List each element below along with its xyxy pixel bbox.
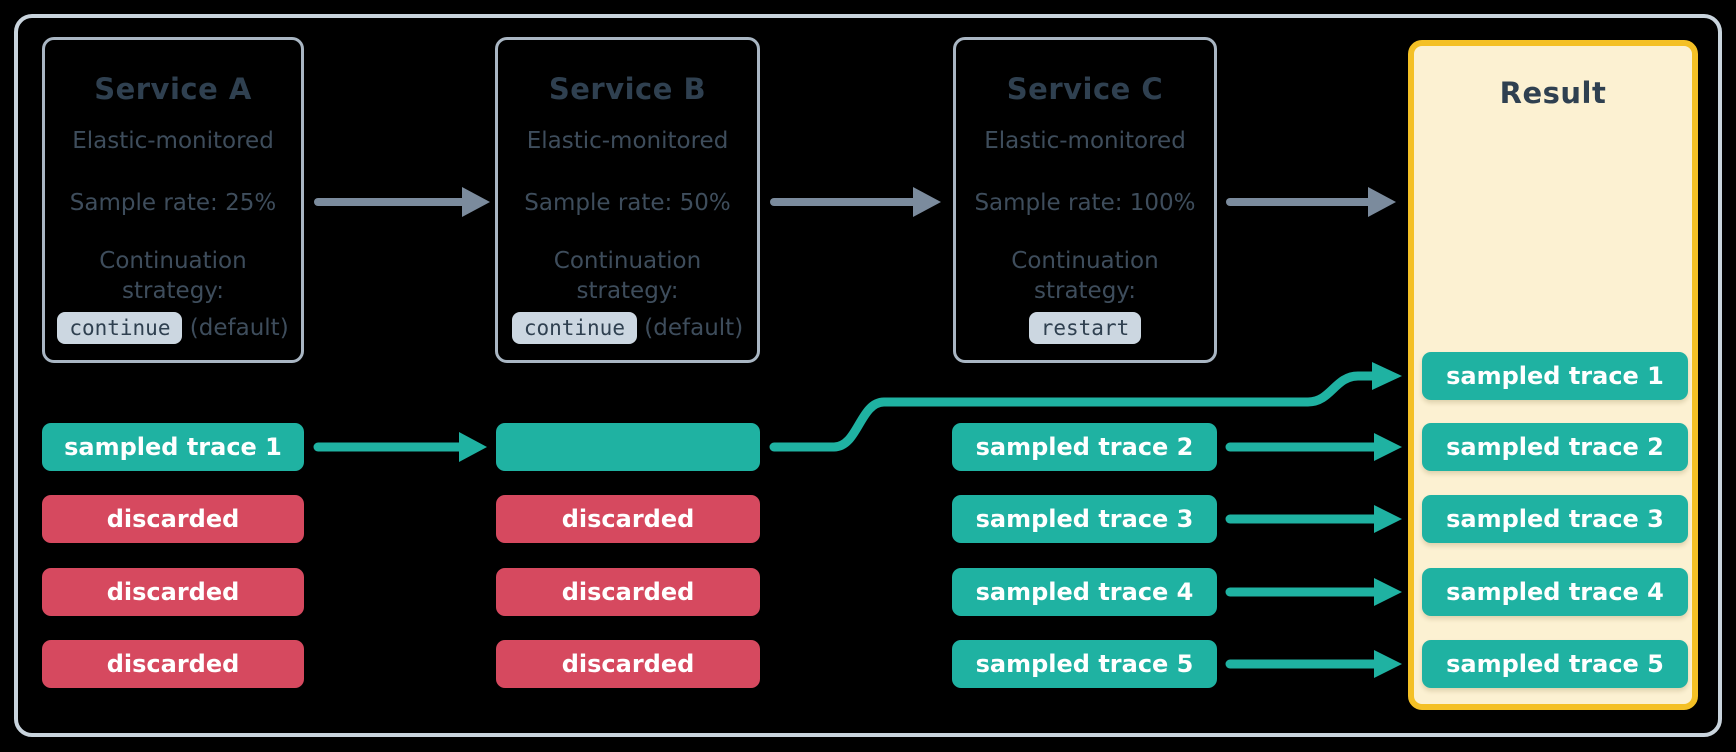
service-a-strategy-text: Continuation strategy:	[99, 248, 247, 304]
col1-chip-discarded-2: discarded	[42, 568, 304, 616]
result-chip-sampled-trace-4: sampled trace 4	[1422, 568, 1688, 616]
result-chip-sampled-trace-5: sampled trace 5	[1422, 640, 1688, 688]
service-b-strategy-value: continue (default)	[498, 312, 757, 344]
service-b-title: Service B	[548, 72, 707, 106]
diagram-outer-frame	[14, 14, 1722, 737]
col3-chip-sampled-trace-2: sampled trace 2	[952, 423, 1217, 471]
service-c-box: Service C Elastic-monitored Sample rate:…	[953, 37, 1217, 363]
service-b-box: Service B Elastic-monitored Sample rate:…	[495, 37, 760, 363]
service-b-strategy-text: Continuation strategy:	[553, 248, 702, 304]
service-c-strategy-code-chip: restart	[1028, 312, 1142, 344]
service-c-subtitle: Elastic-monitored	[984, 128, 1186, 154]
col2-chip-discarded-2: discarded	[496, 568, 760, 616]
col2-chip-discarded-3: discarded	[496, 640, 760, 688]
service-b-sample-rate: Sample rate: 50%	[524, 190, 731, 216]
result-chip-sampled-trace-3: sampled trace 3	[1422, 495, 1688, 543]
col2-chip-sampled-unlabeled	[496, 423, 760, 471]
service-c-strategy-label: Continuation strategy:	[956, 246, 1214, 306]
service-a-strategy-value: continue (default)	[45, 312, 301, 344]
service-a-strategy-code-chip: continue	[57, 312, 183, 344]
col1-chip-discarded-3: discarded	[42, 640, 304, 688]
service-a-strategy-label: Continuation strategy:	[45, 246, 301, 306]
col3-chip-sampled-trace-3: sampled trace 3	[952, 495, 1217, 543]
service-c-title: Service C	[1006, 72, 1164, 106]
col3-chip-sampled-trace-5: sampled trace 5	[952, 640, 1217, 688]
service-a-box: Service A Elastic-monitored Sample rate:…	[42, 37, 304, 363]
service-c-strategy-value: restart	[956, 312, 1214, 344]
col1-chip-sampled-trace-1: sampled trace 1	[42, 423, 304, 471]
col3-chip-sampled-trace-4: sampled trace 4	[952, 568, 1217, 616]
service-b-strategy-code-chip: continue	[511, 312, 637, 344]
service-a-subtitle: Elastic-monitored	[72, 128, 274, 154]
col2-chip-discarded-1: discarded	[496, 495, 760, 543]
service-c-sample-rate: Sample rate: 100%	[974, 190, 1196, 216]
col1-chip-discarded-1: discarded	[42, 495, 304, 543]
result-title: Result	[1499, 76, 1607, 110]
result-chip-sampled-trace-1: sampled trace 1	[1422, 352, 1688, 400]
result-box: Result sampled trace 1 sampled trace 2 s…	[1408, 40, 1698, 710]
service-a-sample-rate: Sample rate: 25%	[69, 190, 277, 216]
service-b-subtitle: Elastic-monitored	[526, 128, 729, 154]
result-chip-sampled-trace-2: sampled trace 2	[1422, 423, 1688, 471]
service-a-title: Service A	[94, 72, 252, 106]
service-a-strategy-suffix: (default)	[189, 315, 289, 341]
service-b-strategy-label: Continuation strategy:	[498, 246, 757, 306]
service-c-strategy-text: Continuation strategy:	[1011, 248, 1159, 304]
service-b-strategy-suffix: (default)	[644, 315, 744, 341]
